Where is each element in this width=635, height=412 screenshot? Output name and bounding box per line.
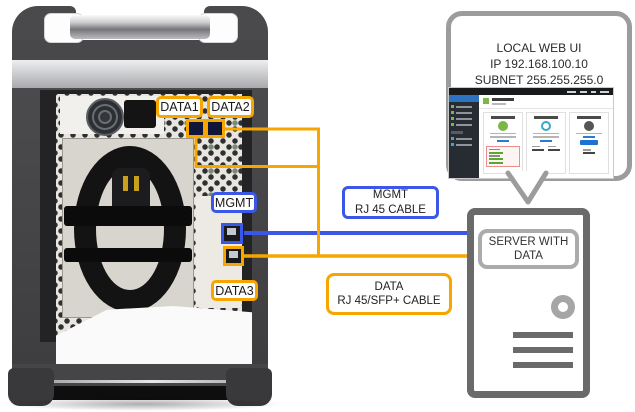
plug-prong (123, 176, 128, 191)
cable-strap (64, 206, 192, 226)
card-button (580, 140, 598, 145)
web-ui-sidebar (449, 95, 479, 178)
floor-shadow (0, 397, 285, 411)
mgmt-label: MGMT (211, 192, 257, 213)
teal-status-icon (541, 120, 551, 131)
data2-port (205, 119, 225, 138)
dashboard-card (526, 112, 566, 174)
tower-base-trim (36, 380, 268, 383)
topbar-link (591, 90, 596, 93)
card-link (497, 139, 509, 142)
topbar-link (580, 90, 587, 93)
data2-label-text: DATA2 (211, 100, 250, 114)
topbar-link (600, 90, 609, 93)
dashboard-icon (483, 98, 489, 104)
local-web-ui-callout: LOCAL WEB UI IP 192.168.100.10 SUBNET 25… (446, 11, 632, 181)
psu-fan-grille-icon (86, 98, 124, 136)
callout-title: LOCAL WEB UI (496, 41, 582, 55)
tower-silver-band (12, 60, 268, 90)
rj45-contacts (227, 228, 236, 235)
card-link (540, 139, 552, 142)
sidebar-item (451, 137, 477, 140)
data1-port (186, 119, 206, 138)
mgmt-cable-subtitle: RJ 45 CABLE (355, 203, 426, 216)
dashboard-header (479, 95, 613, 109)
data3-label-text: DATA3 (215, 283, 254, 298)
topbar-link (567, 90, 576, 93)
data1-label-text: DATA1 (160, 100, 199, 114)
web-ui-topbar (449, 88, 613, 95)
dashboard-card (569, 112, 609, 174)
green-status-icon (498, 120, 508, 131)
sidebar-item (451, 117, 477, 120)
data1-label: DATA1 (156, 96, 203, 118)
tower-foot-right (226, 368, 272, 406)
mgmt-cable-box: MGMT RJ 45 CABLE (342, 186, 439, 219)
web-ui-screenshot (448, 87, 614, 179)
data-cable-title: DATA (374, 280, 404, 293)
network-alert-box (486, 145, 520, 167)
data3-sfp-port (223, 246, 244, 266)
callout-ip: IP 192.168.100.10 (490, 57, 588, 71)
data-cable-box: DATA RJ 45/SFP+ CABLE (326, 273, 452, 315)
sidebar-item (451, 105, 477, 108)
server-label: SERVER WITH DATA (478, 229, 579, 269)
sfp-contacts (229, 251, 238, 258)
data3-label: DATA3 (211, 280, 258, 301)
callout-subnet: SUBNET 255.255.255.0 (474, 73, 604, 87)
server-drive-bar (513, 332, 573, 338)
sidebar-item (451, 123, 477, 126)
data2-label: DATA2 (207, 96, 254, 118)
sidebar-active-item (449, 95, 479, 102)
server-power-icon (551, 295, 575, 319)
gray-status-icon (584, 120, 594, 131)
server-drive-bar (513, 347, 573, 353)
server-drive-bar (513, 362, 573, 368)
tower-base-shadow (26, 386, 254, 400)
dashboard-card (483, 112, 523, 174)
cable-strap (64, 248, 192, 262)
mgmt-cable-title: MGMT (372, 189, 409, 202)
server-label-line2: DATA (514, 250, 543, 262)
web-ui-main (479, 95, 613, 178)
sidebar-section-header (451, 131, 463, 134)
data-cable-subtitle: RJ 45/SFP+ CABLE (337, 295, 441, 307)
card-link (583, 136, 595, 138)
tower-foot-left (8, 368, 54, 406)
power-socket (124, 100, 156, 128)
server-label-line1: SERVER WITH (488, 236, 569, 248)
sidebar-item (451, 111, 477, 114)
plug-prong (134, 176, 139, 191)
mgmt-label-text: MGMT (214, 195, 254, 210)
data1-wire (194, 136, 319, 168)
sidebar-item (451, 143, 477, 146)
mgmt-rj45-port (221, 223, 243, 244)
carry-handle (70, 15, 210, 39)
server-box: SERVER WITH DATA (467, 208, 590, 398)
